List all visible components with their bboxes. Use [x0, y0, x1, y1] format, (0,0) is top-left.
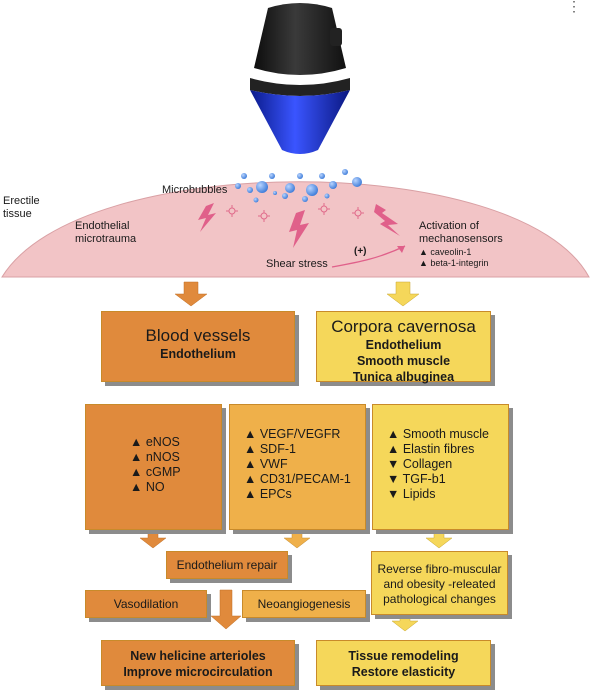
list-item: ▲ VWF [244, 457, 288, 471]
blood-vessels-title: Blood vessels [145, 326, 251, 345]
corpora-line: Tunica albuginea [352, 370, 455, 384]
list-item: ▼ Collagen [387, 457, 453, 471]
arrow-down-1 [174, 281, 208, 307]
shockwave-device-icon [250, 3, 350, 154]
shear-stress-label: Shear stress [266, 258, 328, 270]
reverse-changes-box: Reverse fibro-muscular and obesity -rele… [371, 551, 508, 615]
arrow-down-3 [283, 529, 311, 549]
list-item: ▲ VEGF/VEGFR [244, 427, 341, 441]
outcome-line: Restore elasticity [351, 665, 456, 679]
reverse-line: and obesity -releated [383, 577, 496, 591]
list-item: ▼ Lipids [387, 487, 436, 501]
list-item: ▲ nNOS [130, 450, 180, 464]
arrow-down-6 [210, 589, 242, 630]
list-item: ▲ Smooth muscle [387, 427, 489, 441]
integrin-item: ▲ beta-1-integrin [419, 258, 489, 268]
arrow-down-4 [139, 529, 167, 549]
activation-label: Activation of mechanosensors [419, 220, 503, 245]
list-item: ▲ SDF-1 [244, 442, 296, 456]
arrow-down-2 [386, 281, 420, 307]
remodeling-outcome-box: Tissue remodeling Restore elasticity [316, 640, 491, 686]
list-item: ▼ TGF-b1 [387, 472, 446, 486]
corpora-line: Endothelium [365, 338, 442, 352]
burst-icons [226, 203, 364, 222]
angiogenesis-list-box: ▲ VEGF/VEGFR ▲ SDF-1 ▲ VWF ▲ CD31/PECAM-… [229, 404, 366, 530]
blood-vessels-box: Blood vessels Endothelium [101, 311, 295, 382]
endothelium-repair-box: Endothelium repair [166, 551, 288, 579]
microbubbles-icon [235, 169, 362, 203]
outcome-line: Improve microcirculation [123, 665, 273, 679]
caveolin-item: ▲ caveolin-1 [419, 247, 472, 257]
shockwave-illustration [1, 3, 590, 278]
endothelial-microtrauma-label: Endothelial microtrauma [75, 220, 137, 245]
corpora-line: Smooth muscle [356, 354, 451, 368]
microcirculation-outcome-box: New helicine arterioles Improve microcir… [101, 640, 295, 686]
list-item: ▲ CD31/PECAM-1 [244, 472, 351, 486]
tissue-list-box: ▲ Smooth muscle ▲ Elastin fibres ▼ Colla… [372, 404, 509, 530]
corpora-title: Corpora cavernosa [331, 317, 476, 336]
list-item: ▲ EPCs [244, 487, 292, 501]
microbubbles-label: Microbubbles [162, 184, 228, 196]
tissue-label: Erectile tissue [3, 195, 40, 220]
outcome-line: New helicine arterioles [130, 649, 266, 663]
neoangiogenesis-box: Neoangiogenesis [242, 590, 366, 618]
arrow-down-7 [391, 614, 419, 632]
reverse-line: pathological changes [383, 592, 496, 606]
list-item: ▲ eNOS [130, 435, 180, 449]
nitric-oxide-list-box: ▲ eNOS ▲ nNOS ▲ cGMP ▲ NO [85, 404, 222, 530]
list-item: ▲ cGMP [130, 465, 181, 479]
arrow-down-5 [425, 529, 453, 549]
list-item: ▲ Elastin fibres [387, 442, 475, 456]
vasodilation-box: Vasodilation [85, 590, 207, 618]
shear-stress-arrow [331, 245, 406, 268]
corpora-cavernosa-box: Corpora cavernosa Endothelium Smooth mus… [316, 311, 491, 384]
lightning-icons [198, 203, 400, 248]
list-item: ▲ NO [130, 480, 165, 494]
outcome-line: Tissue remodeling [348, 649, 459, 663]
reverse-line: Reverse fibro-muscular [377, 562, 502, 576]
blood-vessels-sub: Endothelium [160, 347, 236, 361]
positive-effect-label: (+) [354, 246, 367, 257]
